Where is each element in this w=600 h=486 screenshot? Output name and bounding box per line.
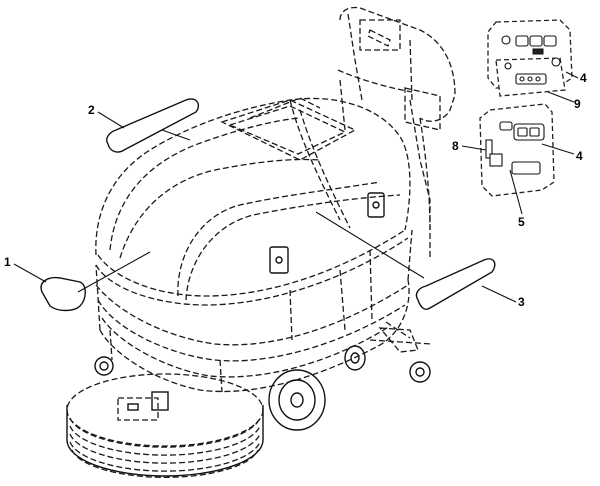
- handle-console: [337, 6, 456, 260]
- callout-4-lower: 4: [576, 149, 583, 163]
- callout-1: 1: [4, 255, 11, 269]
- leader-lines: [13, 71, 579, 303]
- control-switch-row: [511, 161, 541, 175]
- control-panel-lower: [479, 103, 555, 197]
- callout-labels: 1 2 3 4 4 5 8 9: [4, 71, 587, 309]
- decal-2: [106, 98, 200, 153]
- callout-4-upper: 4: [580, 71, 587, 85]
- latch-right: [367, 192, 385, 218]
- scrub-deck: [66, 373, 264, 478]
- control-panel-upper: [487, 19, 573, 97]
- decal-3: [415, 258, 496, 310]
- decal-1: [40, 276, 86, 312]
- machine-body: [95, 97, 413, 393]
- latch-left: [269, 246, 289, 274]
- control-button: [515, 35, 529, 47]
- callout-9: 9: [574, 97, 581, 111]
- caster-wheel-right: [409, 361, 431, 383]
- caster-wheel-left: [94, 356, 114, 376]
- callout-8: 8: [452, 139, 459, 153]
- squeegee-assembly: [369, 321, 433, 353]
- control-knob: [551, 57, 561, 67]
- callout-3: 3: [518, 295, 525, 309]
- control-knob: [501, 35, 511, 45]
- callout-5: 5: [518, 215, 525, 229]
- control-button: [529, 35, 543, 47]
- callout-2: 2: [88, 103, 95, 117]
- control-button: [543, 35, 557, 47]
